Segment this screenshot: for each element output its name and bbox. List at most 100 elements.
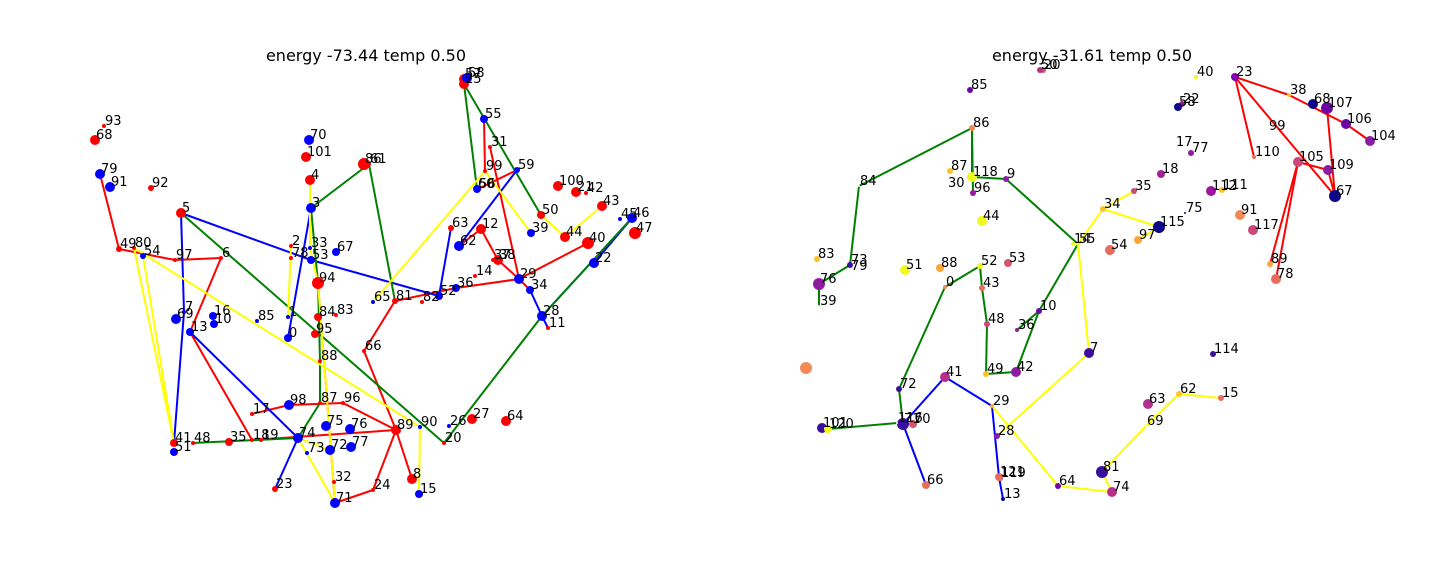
- left-edge-0: [99, 173, 413, 480]
- left-node-label-78: 78: [292, 246, 309, 261]
- right-node-62: [1176, 391, 1182, 397]
- right-node-label-14: 14: [1074, 232, 1091, 247]
- left-node-23: [272, 486, 278, 492]
- right-node-35: [1131, 188, 1137, 194]
- left-node-label-100: 100: [559, 174, 584, 189]
- right-node-63: [1143, 399, 1153, 409]
- right-node-label-51: 51: [906, 258, 923, 273]
- right-node-label-89: 89: [1271, 252, 1288, 267]
- left-node-15: [415, 490, 423, 498]
- left-node-35: [225, 438, 233, 446]
- left-node-label-90: 90: [421, 415, 438, 430]
- left-node-label-92: 92: [152, 176, 169, 191]
- left-node-93: [102, 124, 106, 128]
- right-node-label-114: 114: [1214, 342, 1239, 357]
- right-node-7: [1084, 348, 1094, 358]
- left-edge-19: [180, 212, 445, 444]
- left-node-label-84: 84: [319, 305, 336, 320]
- right-node-42: [1011, 367, 1021, 377]
- right-node-label-72: 72: [900, 377, 917, 392]
- right-chart-title: energy -31.61 temp 0.50: [992, 46, 1192, 65]
- left-node-label-57: 57: [465, 67, 482, 82]
- right-node-13: [1001, 497, 1005, 501]
- right-node-label-79: 79: [851, 259, 868, 274]
- right-node-label-109: 109: [1329, 158, 1354, 173]
- left-node-label-16: 16: [214, 304, 231, 319]
- right-node-87: [947, 168, 953, 174]
- left-node-38: [493, 255, 503, 265]
- left-node-20: [442, 441, 446, 445]
- left-node-label-12: 12: [482, 217, 499, 232]
- left-node-7: [182, 310, 186, 314]
- left-node-10: [210, 320, 218, 328]
- right-node-label-77: 77: [1192, 141, 1209, 156]
- left-node-label-52: 52: [440, 284, 457, 299]
- left-node-71: [330, 498, 340, 508]
- right-node-39: [818, 305, 820, 307]
- left-node-2: [289, 244, 293, 248]
- right-node-label-35: 35: [1135, 179, 1152, 194]
- right-node-label-97: 97: [1139, 228, 1156, 243]
- left-node-69: [171, 314, 181, 324]
- right-node-14: [1071, 242, 1075, 246]
- right-node-label-55: 55: [1079, 232, 1096, 247]
- right-node-label-121: 121: [1000, 465, 1025, 480]
- right-node-50: [1037, 67, 1043, 73]
- right-node-84: [858, 185, 860, 187]
- right-node-121: [995, 473, 1003, 481]
- left-node-22: [589, 258, 599, 268]
- left-node-label-45: 45: [621, 207, 638, 222]
- left-node-label-81: 81: [396, 289, 413, 304]
- left-node-label-39: 39: [532, 221, 549, 236]
- right-node-label-106: 106: [1347, 112, 1372, 127]
- left-node-label-0: 0: [289, 326, 297, 341]
- right-node-116: [896, 422, 898, 424]
- left-node-label-73: 73: [308, 441, 325, 456]
- right-edge-9: [902, 376, 1004, 500]
- right-edge-7: [1275, 161, 1299, 280]
- right-node-label-28: 28: [998, 424, 1015, 439]
- right-node-51: [900, 265, 910, 275]
- left-edge-8: [180, 212, 452, 297]
- left-node-label-29: 29: [520, 267, 537, 282]
- left-node-label-96: 96: [344, 391, 361, 406]
- left-node-label-93: 93: [105, 114, 122, 129]
- left-node-4: [305, 175, 315, 185]
- right-edge-4: [1234, 76, 1371, 142]
- right-node-34: [1100, 206, 1106, 212]
- left-node-47: [629, 227, 641, 239]
- left-node-label-69: 69: [177, 307, 194, 322]
- right-node-label-34: 34: [1104, 197, 1121, 212]
- right-node-label-43: 43: [983, 276, 1000, 291]
- left-node-label-41: 41: [175, 431, 192, 446]
- left-node-81: [392, 298, 398, 304]
- left-node-83: [334, 313, 338, 317]
- right-node-label-117: 117: [1254, 218, 1279, 233]
- left-node-label-53: 53: [312, 248, 329, 263]
- right-node-label-53: 53: [1009, 251, 1026, 266]
- right-node-53: [1004, 259, 1012, 267]
- left-node-label-79: 79: [101, 162, 118, 177]
- left-node-label-62: 62: [460, 234, 477, 249]
- right-node-label-54: 54: [1111, 238, 1128, 253]
- right-node-17: [1174, 146, 1176, 148]
- right-node-label-107: 107: [1328, 96, 1353, 111]
- left-node-86: [358, 158, 370, 170]
- left-node-66: [362, 349, 366, 353]
- left-node-label-42: 42: [587, 181, 604, 196]
- right-node-10: [1036, 308, 1042, 314]
- right-node-86: [969, 125, 975, 131]
- left-node-label-98: 98: [290, 393, 307, 408]
- left-node-label-24: 24: [374, 478, 391, 493]
- left-node-17: [250, 412, 254, 416]
- left-node-label-51: 51: [175, 440, 192, 455]
- left-node-label-40: 40: [589, 231, 606, 246]
- left-node-label-60: 60: [478, 177, 495, 192]
- right-node-label-85: 85: [971, 78, 988, 93]
- left-node-label-101: 101: [307, 145, 332, 160]
- left-node-53: [307, 256, 315, 264]
- right-node-76: [813, 278, 825, 290]
- left-node-label-85: 85: [258, 309, 275, 324]
- right-node-label-7: 7: [1090, 341, 1098, 356]
- left-node-3: [306, 203, 316, 213]
